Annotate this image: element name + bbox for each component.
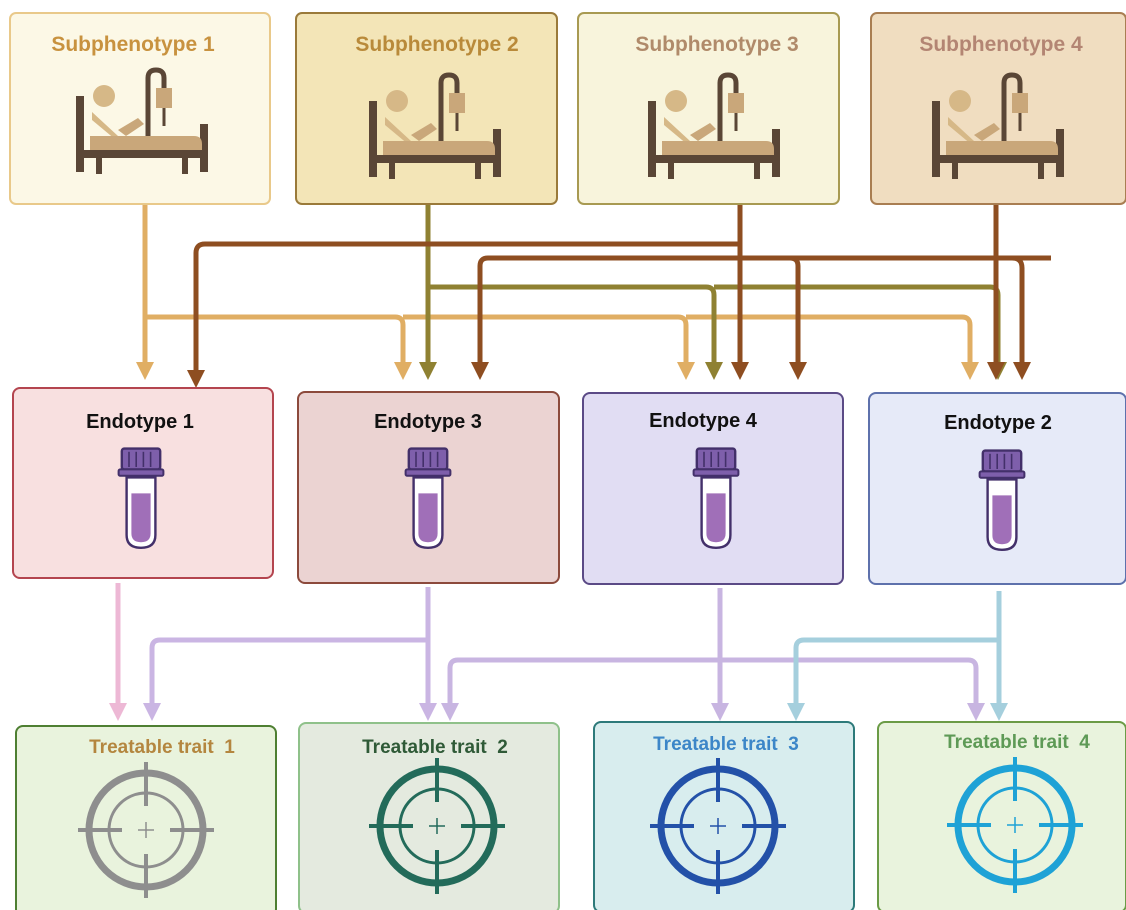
subphenotype-1-box: Subphenotype 1 — [9, 12, 271, 205]
subphenotype-2-label: Subphenotype 2 — [355, 33, 518, 56]
connector-arrows — [109, 204, 1051, 721]
arrow-endotype-1-head — [109, 703, 127, 721]
arrow-subphenotype-1-head — [394, 362, 412, 380]
treatable-trait-3-label: Treatable trait 3 — [653, 734, 799, 755]
target-icon — [369, 758, 505, 894]
endotype-3-label: Endotype 3 — [374, 411, 482, 433]
treatable-trait-1-label: Treatable trait 1 — [89, 737, 235, 758]
arrow-endotype-3-head — [143, 703, 161, 721]
arrow-endotype-3 — [149, 587, 431, 703]
endotype-3-box: Endotype 3 — [297, 391, 560, 584]
arrow-subphenotype-1-head — [677, 362, 695, 380]
arrow-subphenotype-4-head — [471, 362, 489, 380]
target-icon — [78, 762, 214, 898]
target-icon — [947, 757, 1083, 893]
arrow-subphenotype-1-head — [961, 362, 979, 380]
treatable-trait-2-label: Treatable trait 2 — [362, 737, 508, 758]
arrow-endotype-2 — [793, 591, 1002, 703]
arrow-subphenotype-4-head — [987, 362, 1005, 380]
endotype-2-label: Endotype 2 — [944, 412, 1052, 434]
arrow-subphenotype-1 — [142, 204, 973, 362]
arrow-subphenotype-4-head — [1013, 362, 1031, 380]
target-icon — [650, 758, 786, 894]
arrow-subphenotype-2 — [425, 204, 1001, 362]
treatable-trait-1-box: Treatable trait 1 — [15, 725, 277, 910]
treatable-trait-4-box: Treatable trait 4 — [877, 721, 1126, 910]
arrow-endotype-4-head — [967, 703, 985, 721]
treatable-trait-4-label: Treatable trait 4 — [944, 732, 1090, 753]
arrow-endotype-4-head — [711, 703, 729, 721]
endotype-1-label: Endotype 1 — [86, 411, 194, 433]
arrow-endotype-3-head — [419, 703, 437, 721]
arrow-endotype-4 — [447, 588, 979, 703]
treatable-trait-3-box: Treatable trait 3 — [593, 721, 855, 910]
subphenotype-4-box: Subphenotype 4 — [870, 12, 1126, 205]
arrow-endotype-4-head — [441, 703, 459, 721]
arrow-subphenotype-3 — [193, 204, 743, 370]
subphenotype-1-label: Subphenotype 1 — [51, 33, 215, 56]
subphenotype-3-box: Subphenotype 3 — [577, 12, 840, 205]
endotype-1-box: Endotype 1 — [12, 387, 274, 579]
endotype-4-label: Endotype 4 — [649, 410, 758, 432]
endotype-4-box: Endotype 4 — [582, 392, 844, 585]
endotype-2-box: Endotype 2 — [868, 392, 1126, 585]
arrow-subphenotype-2-head — [419, 362, 437, 380]
arrow-subphenotype-1-head — [136, 362, 154, 380]
arrow-subphenotype-4 — [477, 204, 1051, 362]
subphenotype-2-box: Subphenotype 2 — [295, 12, 558, 205]
arrow-endotype-2-head — [990, 703, 1008, 721]
treatable-trait-2-box: Treatable trait 2 — [298, 722, 560, 910]
subphenotype-4-label: Subphenotype 4 — [919, 33, 1083, 56]
arrow-subphenotype-2-head — [705, 362, 723, 380]
arrow-subphenotype-4-head — [789, 362, 807, 380]
arrow-endotype-2-head — [787, 703, 805, 721]
subphenotype-3-label: Subphenotype 3 — [635, 33, 798, 56]
arrow-subphenotype-3-head — [731, 362, 749, 380]
arrow-subphenotype-3-head — [187, 370, 205, 388]
